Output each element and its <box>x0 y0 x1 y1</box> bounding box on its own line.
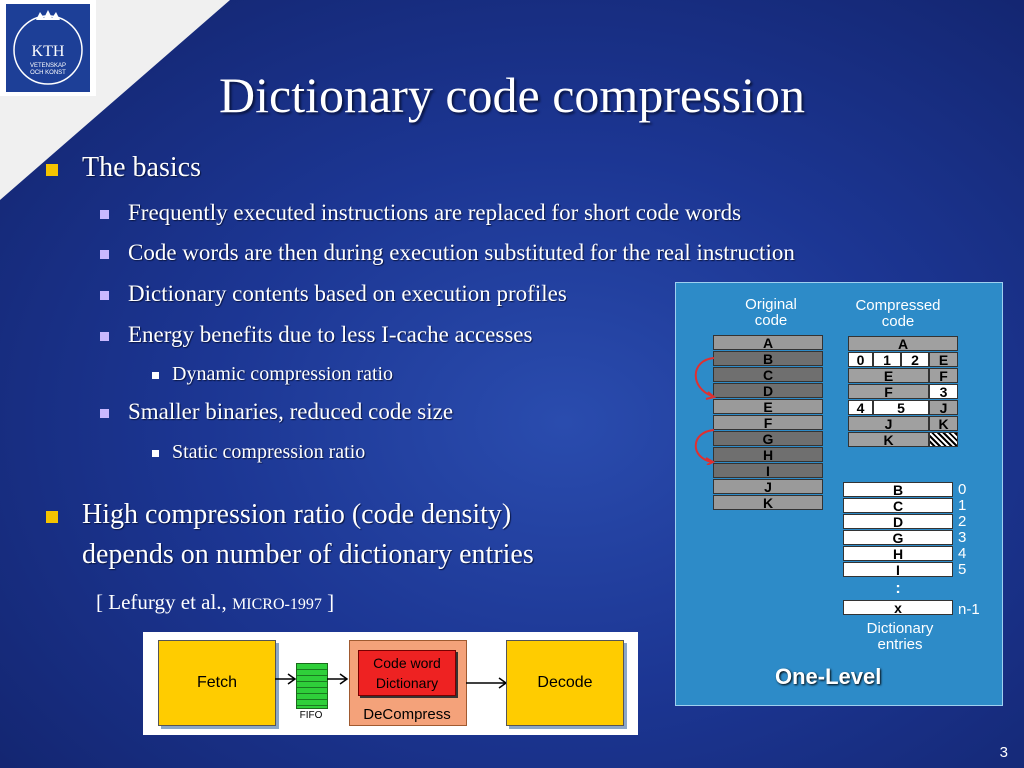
bullet-sub4a: Dynamic compression ratio <box>172 363 394 385</box>
bullet-high-line1: High compression ratio (code density) <box>82 499 512 530</box>
dictionary-index: 5 <box>958 561 967 578</box>
compressed-code-cell: 5 <box>873 400 929 416</box>
bullet-marker <box>46 164 58 176</box>
dictionary-index: 1 <box>958 497 967 514</box>
dictionary-index-last: n-1 <box>958 601 980 618</box>
dictionary-index: 4 <box>958 545 967 562</box>
dictionary-entry: B <box>843 482 953 498</box>
bullet-sub1: Frequently executed instructions are rep… <box>128 200 742 225</box>
bullet-sub5: Smaller binaries, reduced code size <box>128 399 454 424</box>
bullet-marker <box>46 511 58 523</box>
original-code-row: D <box>713 383 823 399</box>
dictionary-entry: H <box>843 546 953 562</box>
dictionary-ellipsis: : <box>895 580 901 597</box>
compressed-code-cell: J <box>929 400 958 416</box>
original-code-row: I <box>713 463 823 479</box>
slide-title: Dictionary code compression <box>219 67 805 123</box>
compressed-code-cell: J <box>848 416 929 432</box>
bullet-marker <box>100 409 109 418</box>
bullet-sub2: Code words are then during execution sub… <box>128 240 795 265</box>
decompress-label: DeCompress <box>363 705 451 723</box>
bullet-marker <box>100 332 109 341</box>
reference-citation: [ Lefurgy et al., MICRO-1997 ] <box>96 590 335 614</box>
logo-line2: OCH KONST <box>30 70 66 76</box>
bullet-sub4: Energy benefits due to less I-cache acce… <box>128 322 533 347</box>
original-code-row: F <box>713 415 823 431</box>
repeat-arrow-icon <box>694 357 717 465</box>
bullet-marker <box>100 210 109 219</box>
compressed-code-cell: 3 <box>929 384 958 400</box>
compressed-code-cell: E <box>848 368 929 384</box>
arrow-right-icon <box>466 677 508 689</box>
original-code-row: K <box>713 495 823 511</box>
compressed-code-cell: F <box>848 384 929 400</box>
original-code-row: E <box>713 399 823 415</box>
bullet-marker <box>100 291 109 300</box>
kth-logo: KTH VETENSKAP OCH KONST <box>0 0 96 96</box>
bullet-basics: The basics <box>82 152 201 183</box>
one-level-label: One-Level <box>775 664 882 689</box>
hatched-padding-cell <box>929 432 958 447</box>
compressed-code-cell: 1 <box>873 352 901 368</box>
dictionary-entry: C <box>843 498 953 514</box>
bullet-high-line2: depends on number of dictionary entries <box>82 539 534 570</box>
fetch-box: Fetch <box>158 640 276 726</box>
dictionary-index: 0 <box>958 481 967 498</box>
decode-box: Decode <box>506 640 624 726</box>
arrow-right-icon <box>275 673 297 685</box>
compressed-code-cell: 2 <box>901 352 929 368</box>
compressed-code-cell: 4 <box>848 400 873 416</box>
original-code-row: A <box>713 335 823 351</box>
compressed-code-cell: K <box>929 416 958 432</box>
dictionary-entry: G <box>843 530 953 546</box>
bullet-sub3: Dictionary contents based on execution p… <box>128 281 567 306</box>
compressed-code-cell: A <box>848 336 958 352</box>
original-code-row: H <box>713 447 823 463</box>
original-code-row: J <box>713 479 823 495</box>
arrow-right-icon <box>327 673 349 685</box>
original-code-row: C <box>713 367 823 383</box>
dictionary-index: 2 <box>958 513 967 530</box>
compressed-code-cell: K <box>848 432 929 448</box>
bullet-marker <box>152 372 159 379</box>
page-number: 3 <box>999 744 1008 761</box>
compressed-code-cell: F <box>929 368 958 384</box>
crown-emblem-icon: KTH VETENSKAP OCH KONST <box>13 10 83 85</box>
logo-text: KTH <box>32 43 65 60</box>
fifo-label: FIFO <box>299 709 323 721</box>
logo-line1: VETENSKAP <box>30 63 66 69</box>
dictionary-entry: I <box>843 562 953 578</box>
dictionary-entry: D <box>843 514 953 530</box>
compressed-code-cell: 0 <box>848 352 873 368</box>
bullet-marker <box>100 250 109 259</box>
bullet-marker <box>152 450 159 457</box>
original-code-row: G <box>713 431 823 447</box>
dictionary-entry-last: x <box>843 600 953 616</box>
fifo-buffer-icon <box>296 663 328 709</box>
bullet-sub5a: Static compression ratio <box>172 441 366 463</box>
dictionary-index: 3 <box>958 529 967 546</box>
original-code-row: B <box>713 351 823 367</box>
compressed-code-cell: E <box>929 352 958 368</box>
